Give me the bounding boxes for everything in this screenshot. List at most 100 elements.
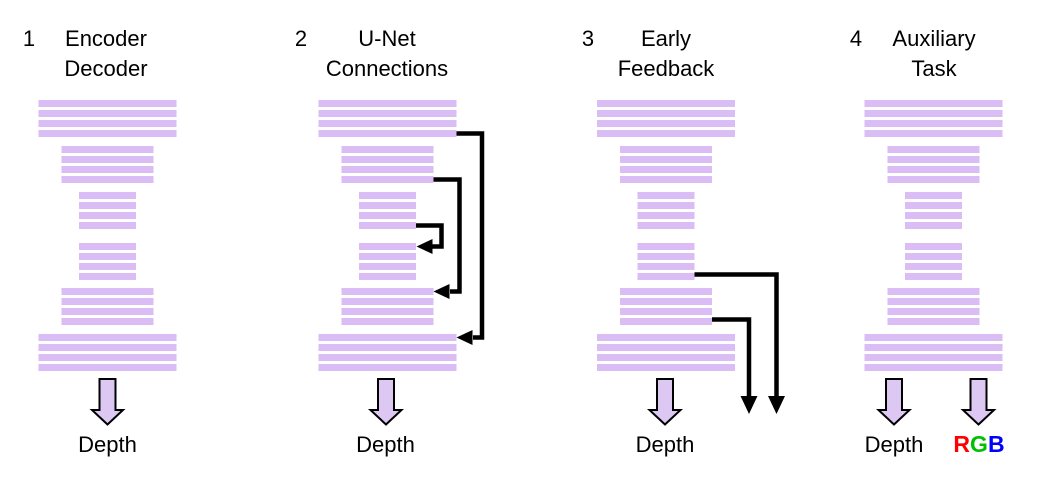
diagram-title-line: Connections: [325, 56, 449, 81]
layer-bar: [79, 243, 136, 250]
skip-connection-mid-line: [433, 177, 462, 294]
layer-bar: [597, 334, 735, 341]
layer-bar: [864, 364, 1003, 371]
layer-bar: [620, 166, 712, 173]
layer-bar: [864, 120, 1003, 127]
layer-bar: [905, 253, 962, 260]
layer-bar: [318, 130, 457, 137]
layer-bar: [61, 318, 154, 325]
layer-bar: [61, 288, 154, 295]
layer-bar: [597, 354, 735, 361]
diagram-2-stack: [318, 100, 485, 426]
layer-bar: [38, 354, 177, 361]
output-label-depth: Depth: [635, 432, 695, 457]
layer-bar: [341, 318, 434, 325]
layer-bar: [341, 176, 434, 183]
layer-bar: [887, 318, 980, 325]
layer-bar: [61, 308, 154, 315]
layer-bar: [359, 212, 416, 219]
layer-bar: [341, 288, 434, 295]
layer-bar: [38, 110, 177, 117]
diagram-title-line: Task: [911, 56, 957, 81]
layer-bar: [620, 288, 712, 295]
layer-bar: [887, 146, 980, 153]
layer-bar: [637, 202, 695, 209]
layer-bar: [620, 176, 712, 183]
layer-bar: [359, 222, 416, 229]
layer-bar: [905, 202, 962, 209]
layer-bar: [620, 156, 712, 163]
layer-bar: [637, 243, 695, 250]
layer-bar: [359, 243, 416, 250]
diagram-title-line: Feedback: [617, 56, 715, 81]
skip-connection-outer-arrowhead-icon: [456, 330, 473, 345]
output-down-arrow-icon: [367, 378, 405, 426]
layer-bar: [79, 222, 136, 229]
layer-bar: [359, 192, 416, 199]
layer-bar: [61, 146, 154, 153]
layer-bar: [359, 263, 416, 270]
early-feedback-shallow-arrowhead-icon: [740, 396, 758, 414]
layer-bar: [597, 120, 735, 127]
layer-bar: [318, 344, 457, 351]
layer-bar: [905, 263, 962, 270]
layer-bar: [79, 263, 136, 270]
layer-bar: [61, 166, 154, 173]
layer-bar: [359, 273, 416, 280]
layer-bar: [38, 120, 177, 127]
diagram-title-line: U-Net: [358, 26, 416, 51]
layer-bar: [864, 354, 1003, 361]
output-down-arrow-icon: [89, 378, 126, 426]
output-label-depth: Depth: [864, 432, 924, 457]
layer-bar: [620, 308, 712, 315]
layer-bar: [905, 273, 962, 280]
early-feedback-shallow-line: [712, 317, 752, 396]
layer-bar: [597, 130, 735, 137]
layer-bar: [887, 298, 980, 305]
early-feedback-deep-line: [694, 272, 779, 396]
output-label-depth: Depth: [78, 432, 137, 457]
rgb-letter-g: G: [970, 431, 988, 457]
layer-bar: [341, 156, 434, 163]
layer-bar: [341, 298, 434, 305]
diagram-number: 3: [581, 26, 595, 51]
layer-bar: [318, 334, 457, 341]
output-label-rgb: RGB: [953, 429, 1004, 459]
layer-bar: [864, 110, 1003, 117]
layer-bar: [341, 308, 434, 315]
skip-connection-inner-line: [416, 223, 444, 249]
layer-bar: [887, 176, 980, 183]
layer-bar: [864, 344, 1003, 351]
output-down-arrow-icon: [875, 378, 913, 426]
layer-bar: [38, 364, 177, 371]
layer-bar: [597, 344, 735, 351]
diagram-title-line: Encoder: [65, 26, 147, 51]
output-down-arrow-icon: [646, 378, 684, 426]
layer-bar: [341, 146, 434, 153]
layer-bar: [38, 100, 177, 107]
layer-bar: [637, 192, 695, 199]
skip-connection-inner-arrowhead-icon: [416, 239, 433, 254]
diagram-title-line: Auxiliary: [892, 26, 976, 51]
layer-bar: [887, 166, 980, 173]
layer-bar: [620, 318, 712, 325]
layer-bar: [79, 253, 136, 260]
layer-bar: [318, 364, 457, 371]
skip-connection-outer-line: [456, 131, 485, 340]
layer-bar: [905, 212, 962, 219]
layer-bar: [79, 212, 136, 219]
layer-bar: [887, 308, 980, 315]
layer-bar: [359, 202, 416, 209]
layer-bar: [61, 176, 154, 183]
layer-bar: [887, 156, 980, 163]
layer-bar: [864, 334, 1003, 341]
layer-bar: [61, 298, 154, 305]
layer-bar: [318, 110, 457, 117]
diagram-1-stack: [38, 100, 177, 426]
rgb-letter-b: B: [987, 431, 1005, 457]
layer-bar: [905, 192, 962, 199]
diagram-4-stack: [864, 100, 1003, 426]
layer-bar: [887, 288, 980, 295]
